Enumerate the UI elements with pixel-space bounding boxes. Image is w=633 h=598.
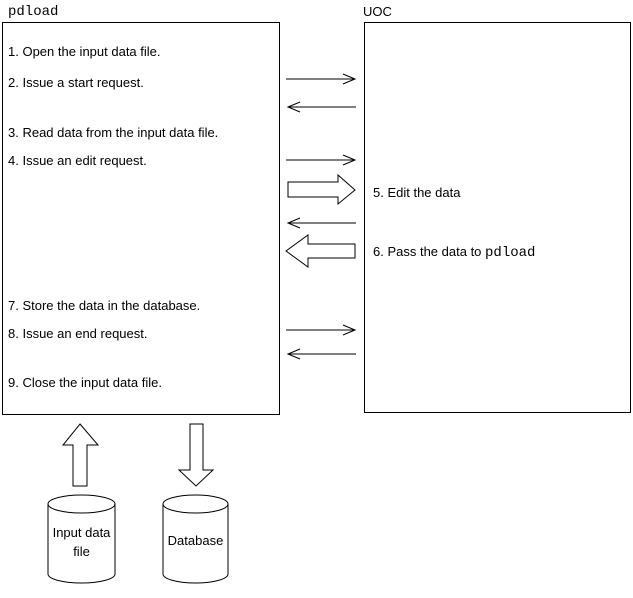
- step-close-input-file: 9. Close the input data file.: [8, 375, 162, 390]
- step-issue-start-request: 2. Issue a start request.: [8, 75, 144, 90]
- uoc-process-title: UOC: [363, 4, 392, 19]
- step-edit-data: 5. Edit the data: [373, 185, 461, 200]
- arrow-right-thin-end-icon: [286, 324, 357, 336]
- input-data-file-cylinder: [47, 494, 116, 584]
- step-issue-edit-request: 4. Issue an edit request.: [8, 153, 147, 168]
- arrow-left-thin-end-icon: [286, 348, 356, 360]
- arrow-left-thin-start-icon: [286, 101, 356, 113]
- arrow-right-thin-start-icon: [286, 73, 357, 85]
- step-pass-data-code: pdload: [485, 245, 536, 261]
- input-data-file-label-line2: file: [73, 544, 90, 559]
- arrow-left-thin-edit-icon: [286, 217, 356, 229]
- database-cylinder: [162, 494, 229, 584]
- step-store-data: 7. Store the data in the database.: [8, 298, 201, 313]
- block-arrow-left-icon: [285, 234, 356, 268]
- step-issue-end-request: 8. Issue an end request.: [8, 326, 148, 341]
- input-data-file-label: Input data file: [45, 523, 118, 561]
- arrow-right-thin-edit-icon: [286, 154, 357, 166]
- pdload-process-title: pdload: [8, 4, 59, 20]
- block-arrow-down-icon: [177, 423, 215, 487]
- step-pass-data: 6. Pass the data to pdload: [373, 245, 535, 260]
- step-pass-data-text: 6. Pass the data to: [373, 244, 486, 259]
- step-open-input-file: 1. Open the input data file.: [8, 44, 161, 59]
- uoc-process-box: [364, 22, 631, 413]
- block-arrow-right-icon: [287, 173, 356, 206]
- step-read-data: 3. Read data from the input data file.: [8, 125, 219, 140]
- pdload-process-box: [2, 22, 280, 415]
- database-label: Database: [167, 533, 224, 548]
- input-data-file-label-line1: Input data: [52, 525, 111, 540]
- block-arrow-up-icon: [61, 423, 100, 487]
